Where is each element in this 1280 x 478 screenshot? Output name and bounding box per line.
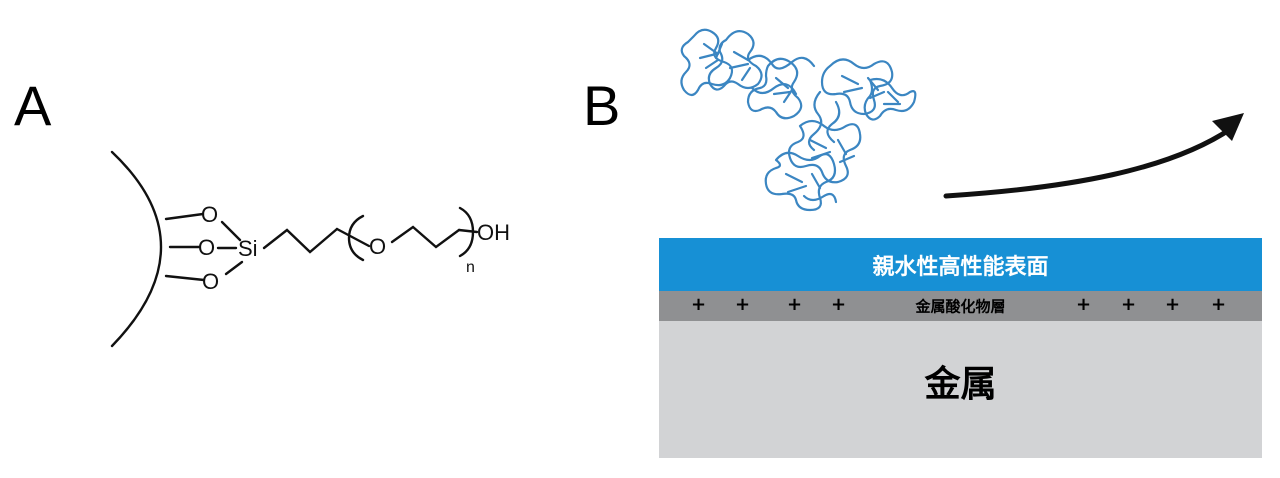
atom-o-bottom: O [202,269,219,294]
atom-o-top: O [201,202,218,227]
charge-plus: + [691,294,707,315]
hydrophilic-coating-layer: 親水性高性能表面 [659,238,1262,291]
silane-peg-structure: O O O Si O OH n [110,150,510,348]
charge-plus: + [735,294,751,315]
charge-plus: + [831,294,847,315]
charge-plus: + [1076,294,1092,315]
atom-oh: OH [477,220,510,245]
coating-label: 親水性高性能表面 [872,254,1049,280]
panel-b-label: B [583,74,621,137]
particle-surface-arc [110,150,163,348]
charge-plus: + [1211,294,1227,315]
charge-plus: + [787,294,803,315]
charge-plus: + [1165,294,1181,315]
atom-o-middle: O [198,235,215,260]
metal-label: 金属 [924,363,997,405]
metal-oxide-layer: + + + + 金属酸化物層 + + + + [659,291,1262,321]
atom-o-peg: O [369,234,386,259]
repeat-subscript-n: n [466,259,475,276]
metal-substrate-layer: 金属 [659,321,1262,458]
charge-plus: + [1121,294,1137,315]
panel-a-label: A [14,74,52,137]
repel-arrow-icon [943,113,1244,199]
antibody-protein-icon [680,28,917,212]
oxide-label: 金属酸化物層 [915,297,1006,316]
atom-si: Si [238,236,258,261]
